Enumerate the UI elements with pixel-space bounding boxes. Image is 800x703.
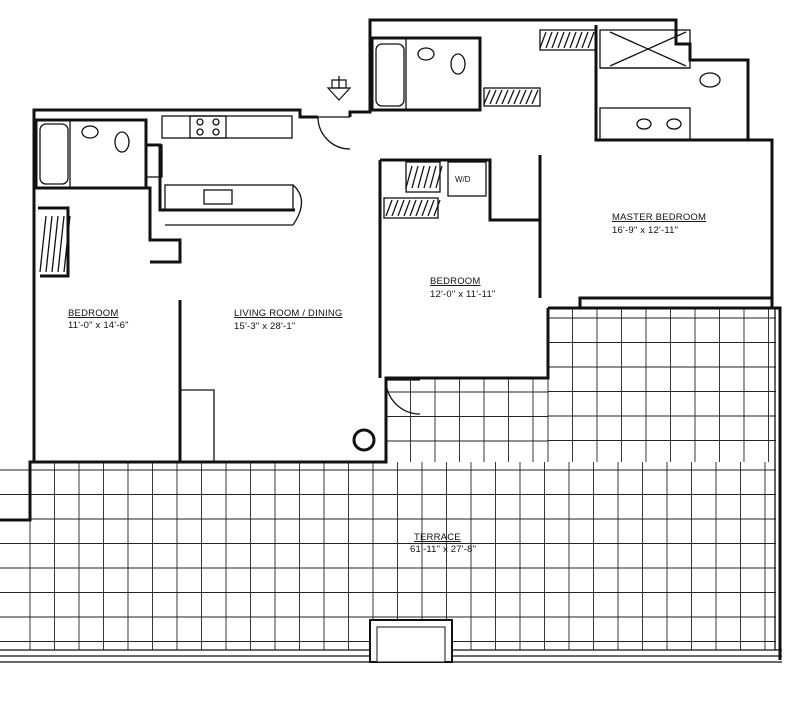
hatch-line — [569, 31, 577, 49]
washer-dryer-label: W/D — [455, 175, 471, 184]
hatch-line — [581, 31, 589, 49]
terrace-dims: 61'-11" x 27'-8" — [410, 544, 476, 555]
hatch-line — [563, 31, 571, 49]
bedroom-left-name: BEDROOM — [68, 308, 119, 319]
hatch-line — [63, 215, 71, 273]
kitchen-sink-icon — [203, 189, 233, 205]
toilet-icon — [450, 53, 466, 75]
hatch-line — [423, 165, 431, 189]
hatch-line — [551, 31, 559, 49]
stove-icon — [189, 115, 227, 139]
bedroom-middle-dims: 12'-0" x 11'-11" — [430, 289, 496, 300]
hatch-line — [519, 89, 527, 105]
hatch-line — [385, 199, 393, 217]
hatch-line — [557, 31, 565, 49]
closet-hatching — [39, 31, 595, 273]
hatch-line — [433, 199, 441, 217]
toilet-icon — [699, 72, 721, 88]
hatch-line — [531, 89, 539, 105]
sink-icon — [417, 47, 435, 61]
entry-arrow-icon — [326, 76, 352, 101]
bathtub-icon — [375, 43, 405, 107]
hatch-line — [405, 165, 413, 189]
hatch-line — [495, 89, 503, 105]
hatch-line — [45, 215, 53, 273]
living-room-dims: 15'-3" x 28'-1" — [234, 321, 295, 332]
column-icon — [352, 428, 376, 452]
bedroom-left-dims: 11'-0" x 14'-6" — [68, 320, 129, 331]
hatch-line — [435, 165, 443, 189]
hatch-line — [39, 215, 47, 273]
hatch-line — [429, 165, 437, 189]
hatch-line — [415, 199, 423, 217]
hatch-line — [513, 89, 521, 105]
master-bedroom-dims: 16'-9" x 12'-11" — [612, 225, 678, 236]
hatch-line — [575, 31, 583, 49]
fixtures — [39, 31, 721, 452]
sink-icon — [636, 118, 652, 130]
hatch-line — [409, 199, 417, 217]
hatch-line — [545, 31, 553, 49]
terrace-tile-grid — [0, 308, 776, 650]
terrace-outline — [0, 306, 782, 663]
master-bedroom-name: MASTER BEDROOM — [612, 212, 706, 223]
hatch-line — [489, 89, 497, 105]
living-room-name: LIVING ROOM / DINING — [234, 308, 343, 319]
hatch-line — [421, 199, 429, 217]
hatch-line — [403, 199, 411, 217]
hatch-line — [391, 199, 399, 217]
hatch-line — [411, 165, 419, 189]
sink-icon — [666, 118, 682, 130]
toilet-icon — [114, 131, 130, 153]
bathtub-icon — [39, 123, 69, 185]
interior-walls — [34, 25, 748, 462]
terrace-name: TERRACE — [414, 532, 461, 543]
hatch-line — [587, 31, 595, 49]
fridge-icon — [145, 144, 163, 178]
exterior-walls — [32, 18, 774, 462]
hatch-line — [417, 165, 425, 189]
hatch-line — [483, 89, 491, 105]
hatch-line — [397, 199, 405, 217]
bedroom-middle-name: BEDROOM — [430, 276, 481, 287]
sink-icon — [81, 125, 99, 139]
hatch-line — [51, 215, 59, 273]
hatch-line — [539, 31, 547, 49]
hatch-line — [501, 89, 509, 105]
doors — [317, 116, 421, 415]
hatch-line — [57, 215, 65, 273]
hatch-line — [427, 199, 435, 217]
hatch-line — [507, 89, 515, 105]
hatch-line — [525, 89, 533, 105]
